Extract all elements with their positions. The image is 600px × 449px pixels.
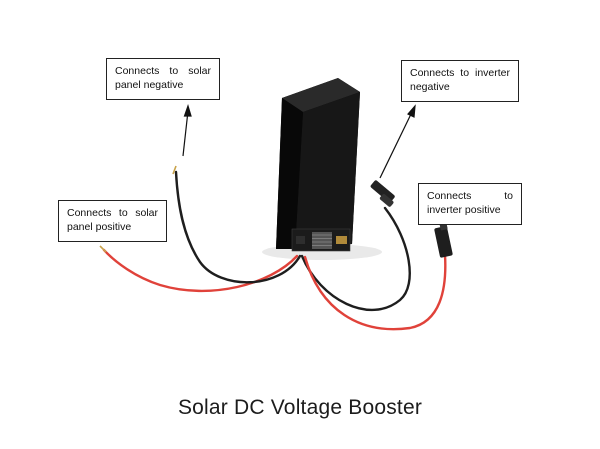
callout-inverter-positive-text: Connects to inverter positive <box>427 190 513 216</box>
callout-solar-negative-text: Connects to solar panel negative <box>115 65 211 91</box>
inverter-negative-wire <box>300 206 411 312</box>
arrow-solar-negative <box>182 110 189 157</box>
solar-positive-tip <box>99 245 107 253</box>
callout-solar-positive: Connects to solar panel positive <box>58 200 167 242</box>
booster-device <box>276 78 360 252</box>
mc4-connector-positive <box>434 221 453 258</box>
arrow-inverter-negative <box>379 111 413 179</box>
callout-solar-negative: Connects to solar panel negative <box>106 58 220 100</box>
callout-inverter-positive: Connects to inverter positive <box>418 183 522 225</box>
terminal-block <box>336 236 347 244</box>
inverter-positive-wire <box>303 253 447 331</box>
diagram-caption: Solar DC Voltage Booster <box>177 396 423 419</box>
solar-negative-tip <box>172 165 177 175</box>
fan-grille <box>312 232 332 249</box>
callout-inverter-negative: Connects to inverter negative <box>401 60 519 102</box>
mc4-connector-negative <box>370 180 395 207</box>
arrow-head-inverter-negative <box>407 104 416 118</box>
callout-inverter-negative-text: Connects to inverter negative <box>410 67 510 93</box>
solar-negative-wire <box>174 170 302 284</box>
arrow-head-solar-negative <box>183 104 192 117</box>
solar-positive-wire <box>102 248 299 292</box>
callout-solar-positive-text: Connects to solar panel positive <box>67 207 158 233</box>
